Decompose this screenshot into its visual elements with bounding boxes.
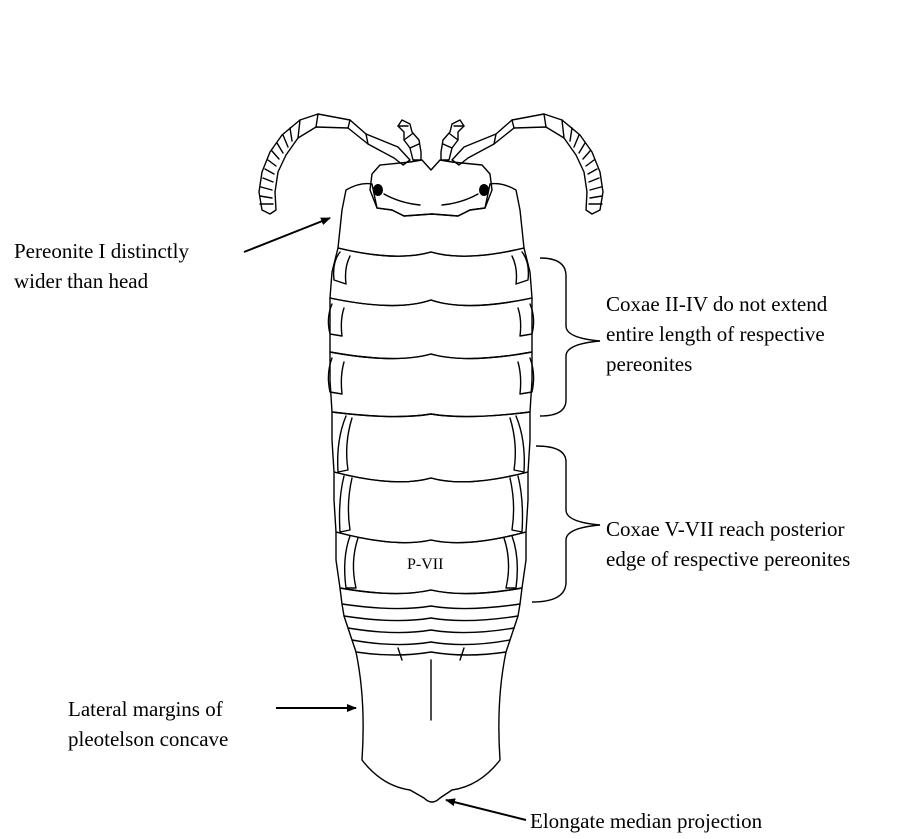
pleonite-bands — [344, 616, 518, 645]
pereonite-5 — [332, 412, 530, 482]
left-eye — [373, 184, 383, 196]
label-coxae-ii-iv-line-1: Coxae II-IV do not extend — [606, 289, 827, 319]
label-pereonite-i-line-1: Pereonite I distinctly — [14, 236, 189, 266]
coxa-3-right — [518, 304, 534, 336]
label-pleotelson: Lateral margins of pleotelson concave — [68, 694, 228, 754]
bracket-coxae-v-vii — [532, 446, 600, 602]
label-pereonite-i: Pereonite I distinctly wider than head — [14, 236, 189, 296]
coxa-7-left — [345, 536, 358, 588]
label-median-projection-text: Elongate median projection — [530, 806, 762, 836]
label-coxae-ii-iv: Coxae II-IV do not extend entire length … — [606, 289, 827, 379]
right-eye — [479, 184, 489, 196]
label-coxae-v-vii: Coxae V-VII reach posterior edge of resp… — [606, 514, 850, 574]
coxa-7-right — [504, 536, 517, 588]
label-coxae-ii-iv-line-3: pereonites — [606, 349, 827, 379]
label-pereonite-i-line-2: wider than head — [14, 266, 189, 296]
arrow-median-projection — [446, 800, 526, 820]
coxa-3-left — [328, 304, 344, 336]
coxa-6-left — [340, 476, 353, 532]
segment-label-p7: P-VII — [407, 555, 443, 575]
coxa-5-left — [338, 416, 352, 472]
isopod-body — [259, 114, 603, 802]
label-median-projection: Elongate median projection — [530, 806, 762, 836]
bracket-coxae-ii-iv — [540, 258, 600, 416]
label-coxae-v-vii-line-2: edge of respective pereonites — [606, 544, 850, 574]
coxa-6-right — [510, 476, 523, 532]
head — [370, 160, 492, 216]
pleon-sides — [342, 604, 520, 652]
pereonite-6 — [334, 472, 528, 543]
label-coxae-v-vii-line-1: Coxae V-VII reach posterior — [606, 514, 850, 544]
pleonite-1 — [340, 588, 522, 609]
coxa-5-right — [510, 416, 524, 472]
pereonite-3 — [330, 298, 532, 359]
label-pleotelson-line-2: pleotelson concave — [68, 724, 228, 754]
arrow-pereonite-i — [244, 218, 330, 252]
label-pleotelson-line-1: Lateral margins of — [68, 694, 228, 724]
head-inner-line — [384, 194, 478, 205]
pereonite-1 — [338, 184, 524, 257]
label-coxae-ii-iv-line-2: entire length of respective — [606, 319, 827, 349]
pereonite-4 — [330, 352, 532, 417]
pereonite-2 — [330, 248, 532, 306]
